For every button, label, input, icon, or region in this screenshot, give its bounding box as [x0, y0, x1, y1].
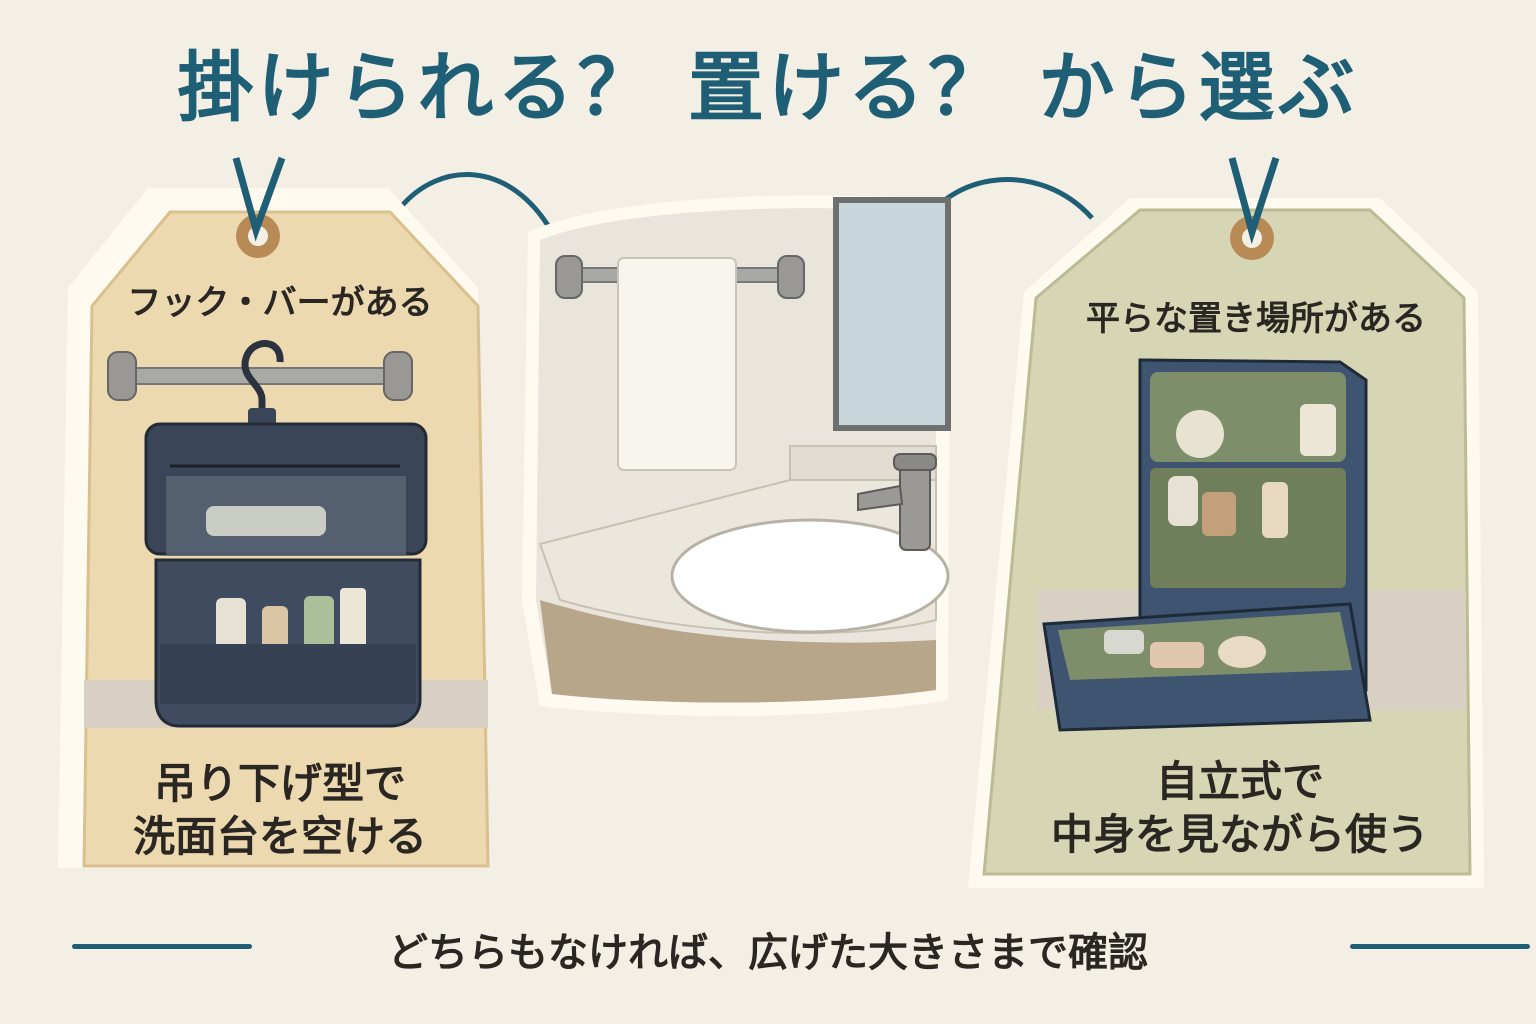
left-tag-caption-line1: 吊り下げ型で — [153, 759, 406, 808]
left-tag-string — [232, 156, 286, 242]
mirror — [833, 197, 951, 431]
right-tag-caption: 自立式で 中身を見ながら使う — [1010, 756, 1470, 861]
left-tag — [58, 156, 490, 868]
faucet — [857, 453, 937, 551]
right-tag-caption-line2: 中身を見ながら使う — [1050, 809, 1429, 859]
footer-rule-left — [72, 944, 252, 949]
hanging-toiletry-bag — [144, 422, 428, 728]
left-connector-string — [398, 172, 555, 234]
right-tag — [968, 156, 1484, 888]
right-tag-string — [1228, 156, 1280, 245]
left-towel-bar — [107, 351, 413, 401]
hanger-hook — [241, 340, 284, 422]
page-title: 掛けられる？ 置ける？ から選ぶ — [177, 43, 1359, 132]
right-tag-heading: 平らな置き場所がある — [1086, 299, 1426, 339]
left-tag-caption: 吊り下げ型で 洗面台を空ける — [70, 758, 490, 863]
footer-rule-right — [1350, 944, 1530, 949]
towel — [617, 257, 737, 471]
standing-toiletry-bag — [1042, 358, 1372, 732]
left-tag-heading: フック・バーがある — [127, 283, 433, 323]
right-tag-caption-line1: 自立式で — [1155, 757, 1324, 806]
bathroom-illustration — [522, 195, 951, 716]
footer-note: どちらもなければ、広げた大きさまで確認 — [388, 930, 1148, 976]
sink-basin — [670, 518, 950, 634]
left-tag-caption-line2: 洗面台を空ける — [132, 811, 427, 861]
